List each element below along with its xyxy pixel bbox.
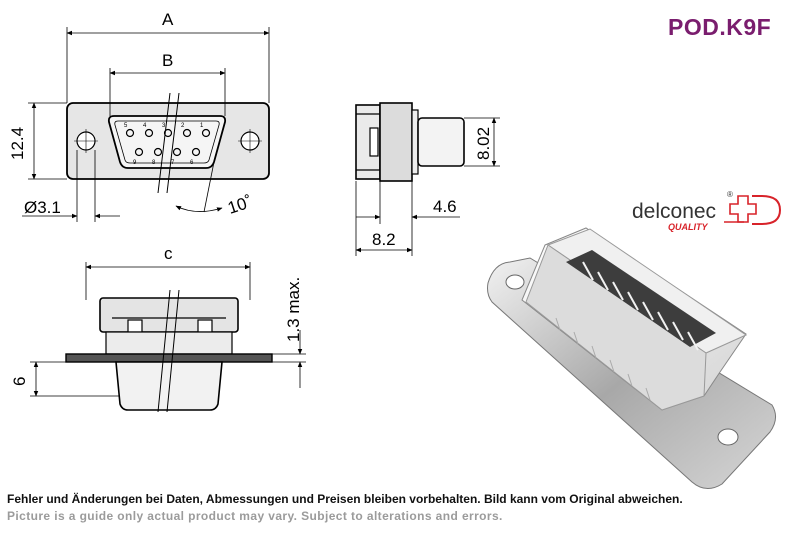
brand-cross-icon <box>729 195 757 223</box>
dim-six-label: 6 <box>10 377 29 386</box>
pin-numbers-bottom: 9 8 7 6 <box>133 160 194 166</box>
pin-row-bottom <box>134 147 201 157</box>
dim-c-label: c <box>164 244 173 263</box>
pin-numbers-top: 5 4 3 2 1 <box>124 123 204 129</box>
svg-text:7: 7 <box>171 160 175 166</box>
svg-text:8: 8 <box>152 160 156 166</box>
bottom-neck <box>105 331 233 355</box>
side-body-left <box>355 104 381 180</box>
svg-text:5: 5 <box>124 123 128 129</box>
dim-depth-label: 8.02 <box>474 127 493 160</box>
brand-registered: ® <box>727 190 733 199</box>
pin-row-top <box>125 128 211 138</box>
bottom-shell <box>115 361 223 411</box>
svg-text:2: 2 <box>181 123 185 129</box>
brand-d-icon <box>752 195 782 225</box>
dim-max-label: 1.3 max. <box>284 277 303 342</box>
metal-hole-left <box>505 274 525 290</box>
svg-text:4: 4 <box>143 123 147 129</box>
dim-hole-label: Ø3.1 <box>24 198 61 217</box>
svg-text:6: 6 <box>190 160 194 166</box>
dim-angle-label: 10˚ <box>225 192 254 218</box>
product-photo <box>487 227 776 489</box>
bottom-view-labels: c 1.3 max. 6 <box>10 244 303 386</box>
side-slot <box>369 127 379 157</box>
side-flange <box>379 102 413 182</box>
product-code: POD.K9F <box>668 14 772 40</box>
disclaimer-german: Fehler und Änderungen bei Daten, Abmessu… <box>7 492 683 506</box>
dim-offset-label: 4.6 <box>433 197 457 216</box>
side-view <box>355 102 500 256</box>
dim-a-label: A <box>162 10 174 29</box>
front-view <box>22 27 270 222</box>
dim-length-label: 8.2 <box>372 230 396 249</box>
svg-text:1: 1 <box>200 123 204 129</box>
delconec-logo: delconec QUALITY ® <box>632 190 782 232</box>
metal-hole-right <box>717 428 739 446</box>
dim-b-label: B <box>162 51 173 70</box>
side-ridges <box>555 317 651 401</box>
contact-slot <box>566 250 716 347</box>
plastic-side <box>525 244 707 411</box>
side-shell <box>417 117 465 167</box>
svg-text:9: 9 <box>133 160 137 166</box>
brand-tagline: QUALITY <box>668 222 708 232</box>
disclaimer-english: Picture is a guide only actual product m… <box>7 509 503 523</box>
bottom-view <box>30 262 306 413</box>
side-view-labels: 8.02 4.6 8.2 <box>372 127 493 249</box>
brand-name: delconec <box>632 200 716 223</box>
svg-text:3: 3 <box>162 123 166 129</box>
bottom-flange <box>65 353 273 363</box>
dim-height-label: 12.4 <box>8 127 27 160</box>
contact-fingers <box>582 261 699 351</box>
